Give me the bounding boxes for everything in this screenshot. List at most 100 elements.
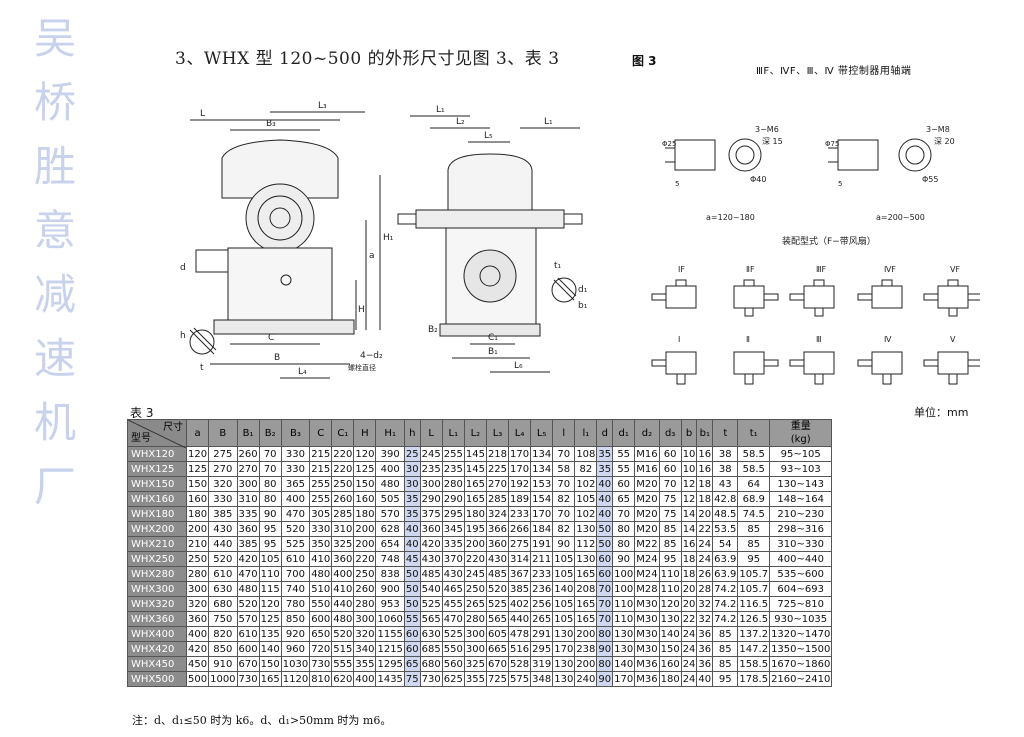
table-cell: 953 [375, 596, 405, 612]
table-cell: 330 [280, 446, 311, 462]
table-cell: 22 [680, 611, 698, 627]
table-cell: 90 [612, 551, 636, 567]
table-cell: 300 [463, 626, 487, 642]
footnote: 注：d、d₁≤50 时为 k6。d、d₁>50mm 时为 m6。 [132, 714, 392, 727]
table-cell: 60 [596, 566, 614, 582]
table-cell: 480 [236, 581, 260, 597]
table-cell: 348 [530, 671, 554, 687]
shaft-end-2-l: 5 [838, 180, 842, 188]
table-cell: 520 [331, 626, 355, 642]
shaft-end-1-range: a=120~180 [706, 213, 755, 222]
table-cell: 24 [680, 671, 698, 687]
table-cell: 238 [574, 641, 598, 657]
column-header: d [596, 419, 614, 447]
table-cell: 80 [258, 491, 282, 507]
table-cell: 36 [696, 656, 714, 672]
model-cell: WHX280 [127, 566, 187, 582]
table-cell: 95 [258, 536, 282, 552]
table-cell: 110 [258, 566, 282, 582]
table-cell: 520 [485, 581, 510, 597]
table-cell: 195 [463, 521, 487, 537]
shaft-end-2-depth: 深 20 [934, 137, 955, 146]
model-cell: WHX180 [127, 506, 187, 522]
table-cell: 385 [236, 536, 260, 552]
table-cell: 160 [353, 491, 377, 507]
watermark-char: 吴 [33, 14, 76, 63]
table-cell: 85 [737, 521, 771, 537]
column-header: B₃ [280, 419, 311, 447]
table-cell: 140 [552, 581, 576, 597]
watermark-char: 厂 [33, 462, 76, 511]
shaft-end-1-depth: 深 15 [762, 137, 783, 146]
weight-cell: 604~693 [769, 581, 833, 597]
table-cell: 70 [596, 611, 614, 627]
table-cell: 80 [612, 536, 636, 552]
table-cell: 500 [185, 671, 210, 687]
table-cell: 400 [375, 461, 405, 477]
table-cell: 335 [441, 536, 465, 552]
table-cell: 730 [236, 671, 260, 687]
table-cell: M24 [634, 551, 660, 567]
table-cell: M16 [634, 446, 660, 462]
table-cell: 550 [309, 596, 333, 612]
table-cell: 235 [419, 461, 443, 477]
table-cell: 410 [309, 551, 333, 567]
assembly-type-3f: ⅢF [789, 265, 835, 317]
table-cell: 295 [441, 506, 465, 522]
table-cell: 153 [530, 476, 554, 492]
table-cell: 10 [680, 446, 698, 462]
table-cell: 260 [353, 581, 377, 597]
table-cell: 95 [712, 671, 739, 687]
table-cell: 430 [441, 566, 465, 582]
table-cell: 130 [574, 551, 598, 567]
weight-cell: 148~164 [769, 491, 833, 507]
table-cell: 70 [552, 506, 576, 522]
table-cell: 180 [353, 506, 377, 522]
svg-text:Ⅲ: Ⅲ [816, 335, 822, 344]
table-cell: 200 [353, 536, 377, 552]
table-cell: 125 [353, 461, 377, 477]
table-cell: 665 [485, 641, 510, 657]
table-cell: 920 [280, 626, 311, 642]
table-cell: 68.9 [737, 491, 771, 507]
table-cell: 570 [236, 611, 260, 627]
table-cell: 285 [485, 491, 510, 507]
table-cell: 430 [419, 551, 443, 567]
table-cell: 420 [185, 641, 210, 657]
table-cell: 24 [696, 536, 714, 552]
table-cell: 60 [596, 551, 614, 567]
table-cell: 180 [463, 506, 487, 522]
table-cell: 290 [441, 491, 465, 507]
unit-label: 单位：mm [914, 406, 969, 419]
table-cell: 95 [737, 551, 771, 567]
table-cell: 105.7 [737, 566, 771, 582]
table-cell: 440 [208, 536, 238, 552]
table-cell: 345 [441, 521, 465, 537]
table-cell: 130 [552, 656, 576, 672]
table-cell: 295 [530, 641, 554, 657]
table-cell: 360 [419, 521, 443, 537]
table-cell: 600 [309, 611, 333, 627]
assembly-type-3: Ⅲ [789, 335, 835, 385]
table-cell: 265 [463, 596, 487, 612]
table-cell: 191 [530, 536, 554, 552]
table-cell: M20 [634, 521, 660, 537]
dim-label-b1-key: b₁ [578, 301, 588, 311]
table-cell: 810 [309, 671, 333, 687]
table-cell: 725 [485, 671, 510, 687]
table-cell: 42.8 [712, 491, 739, 507]
table-cell: M28 [634, 581, 660, 597]
table-cell: 325 [463, 656, 487, 672]
table-cell: 300 [353, 611, 377, 627]
table-cell: 360 [236, 521, 260, 537]
table-cell: 85 [658, 536, 682, 552]
table-cell: 305 [309, 506, 333, 522]
table-cell: 360 [485, 536, 510, 552]
table-cell: 55 [612, 446, 636, 462]
table-cell: 85 [737, 536, 771, 552]
table-cell: 200 [463, 536, 487, 552]
table-cell: 90 [596, 671, 614, 687]
